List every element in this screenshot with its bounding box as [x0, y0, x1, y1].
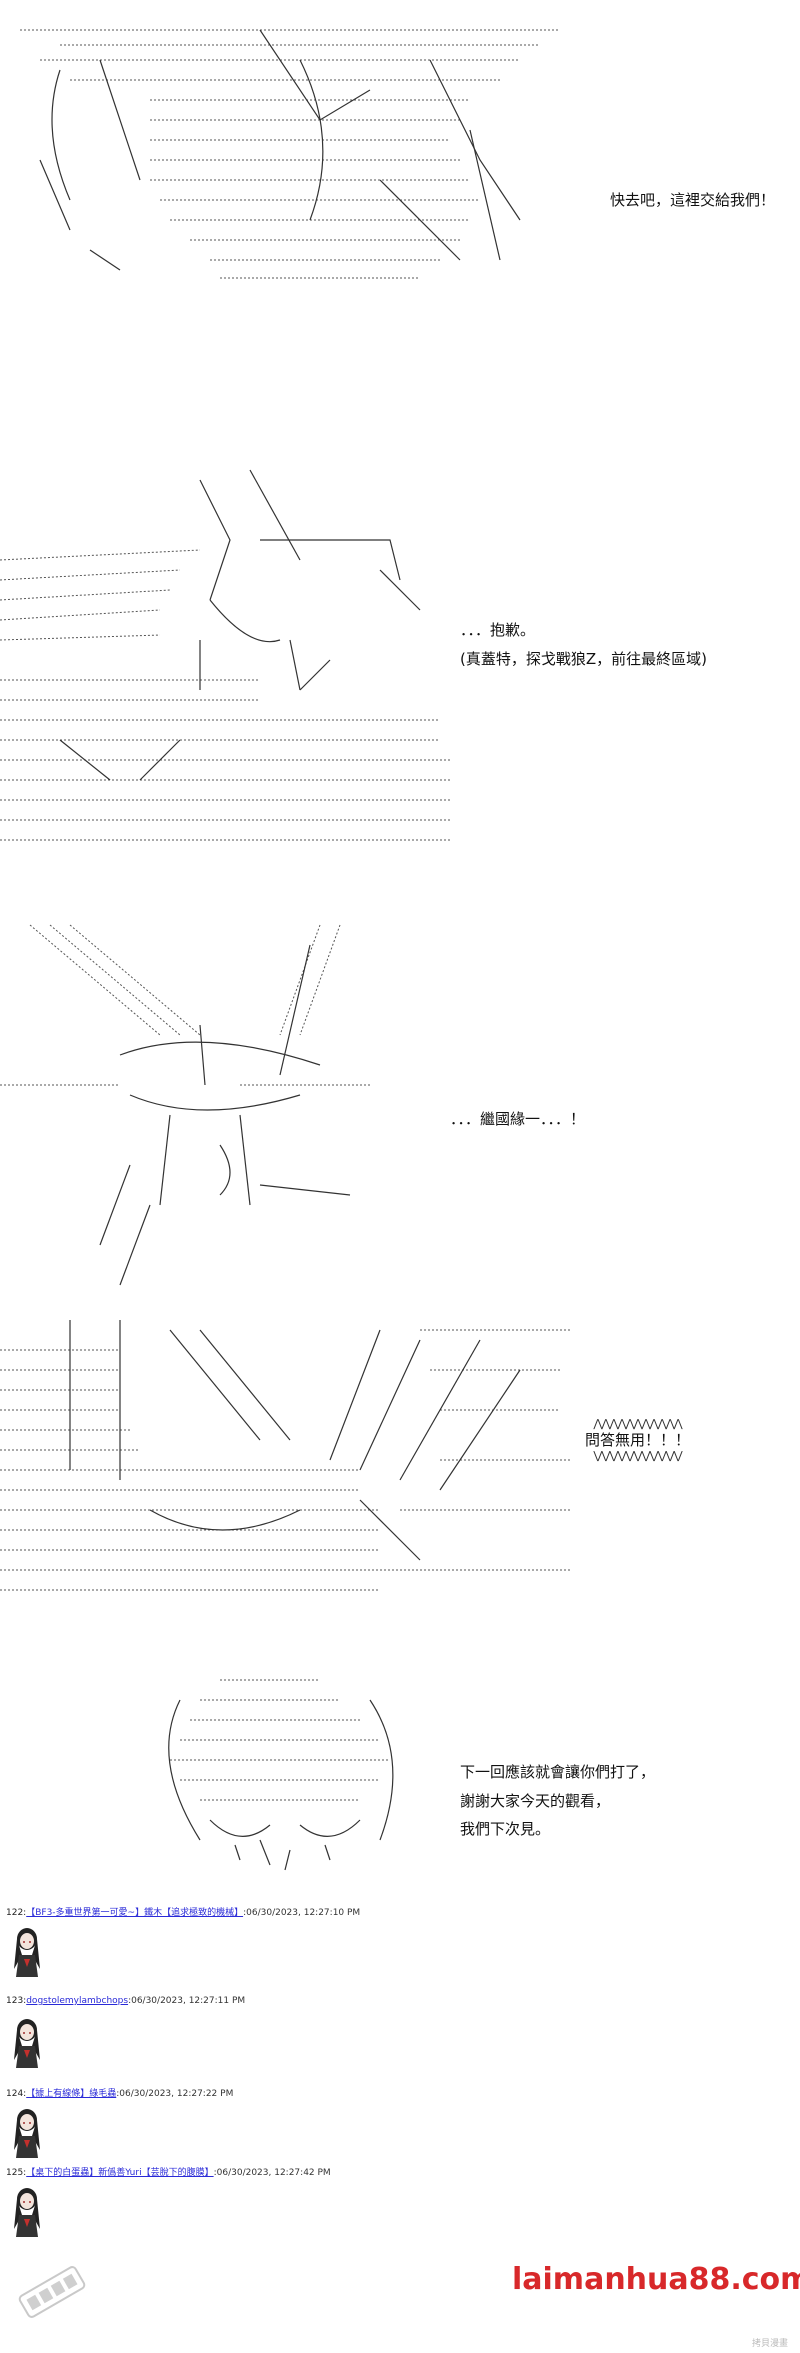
ascii-art-panel-1 [20, 29, 560, 279]
caption-panel-1: 快去吧，這裡交給我們！ [610, 186, 775, 215]
speech-bubble-panel-4: ⋀⋀⋀⋀⋀⋀⋀⋀⋀⋀⋀ 問答無用！！！ ⋁⋁⋁⋁⋁⋁⋁⋁⋁⋁⋁ [585, 1418, 690, 1461]
comment-number: 125: [6, 2168, 27, 2178]
caption-line-2: (真蓋特，探戈戰狼Z，前往最終區域) [460, 649, 707, 668]
caption-text: ．．．繼國緣一．．．！ [450, 1110, 586, 1128]
comment-item: 123:dogstolemylambchops:06/30/2023, 12:2… [0, 1996, 800, 2086]
caption-panel-2: ．．．抱歉。 (真蓋特，探戈戰狼Z，前往最終區域) [460, 616, 707, 673]
avatar [14, 2188, 40, 2237]
caption-text: 快去吧，這裡交給我們！ [610, 191, 776, 209]
ascii-art-panel-4 [0, 1320, 570, 1591]
comment-number: 124: [6, 2089, 27, 2099]
avatar [14, 2019, 40, 2068]
comment-number: 123: [6, 1996, 27, 2006]
avatar [14, 1928, 40, 1977]
comment-header: 122:【BF3-多重世界第一可愛~】鐵木【追求極致的機械】:06/30/202… [6, 1905, 360, 1918]
comment-date: :06/30/2023, 12:27:11 PM [128, 1996, 246, 2006]
comment-author-link[interactable]: dogstolemylambchops [26, 1996, 129, 2006]
comment-date: :06/30/2023, 12:27:42 PM [213, 2168, 331, 2178]
panel-4: ⋀⋀⋀⋀⋀⋀⋀⋀⋀⋀⋀ 問答無用！！！ ⋁⋁⋁⋁⋁⋁⋁⋁⋁⋁⋁ [0, 1310, 800, 1620]
panel-2: ．．．抱歉。 (真蓋特，探戈戰狼Z，前往最終區域) [0, 440, 800, 870]
comment-item: 124:【據上有線條】綠毛蟲:06/30/2023, 12:27:22 PM [0, 2086, 800, 2176]
comment-item: 125:【桌下的白蛋蟲】新僞善Yuri​【芸脫下的腹膜】:06/30/2023,… [0, 2165, 800, 2255]
comment-author-link[interactable]: 【BF3-多重世界第一可愛~】鐵木【追求極致的機械】 [26, 1908, 244, 1918]
site-watermark: laimanhua88.com [512, 2262, 800, 2297]
comment-item: 122:【BF3-多重世界第一可愛~】鐵木【追求極致的機械】:06/30/202… [0, 1905, 800, 1995]
ascii-art-panel-5 [168, 1679, 394, 1871]
caption-line-1: ．．．抱歉。 [460, 621, 536, 639]
panel-5: 下一回應該就會讓你們打了， 謝謝大家今天的觀看， 我們下次見。 [0, 1650, 800, 1890]
bubble-text: 問答無用！！！ [585, 1431, 691, 1449]
caption-line-2: 謝謝大家今天的觀看， [460, 1791, 611, 1810]
avatar [14, 2109, 40, 2158]
comment-author-link[interactable]: 【據上有線條】綠毛蟲 [26, 2089, 117, 2099]
site-logo-stamp [18, 2266, 86, 2318]
panel-1: 快去吧，這裡交給我們！ [0, 0, 800, 290]
caption-panel-5: 下一回應該就會讓你們打了， 謝謝大家今天的觀看， 我們下次見。 [460, 1758, 655, 1844]
panel-3: ．．．繼國緣一．．．！ [0, 905, 800, 1305]
comment-header: 123:dogstolemylambchops:06/30/2023, 12:2… [6, 1996, 245, 2006]
site-tag: 拷貝漫畫 [752, 2339, 789, 2349]
comment-header: 125:【桌下的白蛋蟲】新僞善Yuri​【芸脫下的腹膜】:06/30/2023,… [6, 2165, 331, 2178]
ascii-art-panel-3 [0, 924, 370, 1286]
comment-header: 124:【據上有線條】綠毛蟲:06/30/2023, 12:27:22 PM [6, 2086, 233, 2099]
caption-line-1: 下一回應該就會讓你們打了， [460, 1763, 656, 1781]
comment-number: 122: [6, 1908, 27, 1918]
caption-panel-3: ．．．繼國緣一．．．！ [450, 1105, 585, 1134]
ascii-art-panel-2 [0, 469, 450, 841]
comment-author-link[interactable]: 【桌下的白蛋蟲】新僞善Yuri​【芸脫下的腹膜】 [26, 2168, 214, 2178]
caption-line-3: 我們下次見。 [460, 1820, 551, 1838]
bubble-spikes-top: ⋀⋀⋀⋀⋀⋀⋀⋀⋀⋀⋀ [593, 1417, 682, 1430]
comment-date: :06/30/2023, 12:27:22 PM [116, 2089, 234, 2099]
comment-date: :06/30/2023, 12:27:10 PM [243, 1908, 361, 1918]
bubble-spikes-bottom: ⋁⋁⋁⋁⋁⋁⋁⋁⋁⋁⋁ [593, 1449, 682, 1462]
